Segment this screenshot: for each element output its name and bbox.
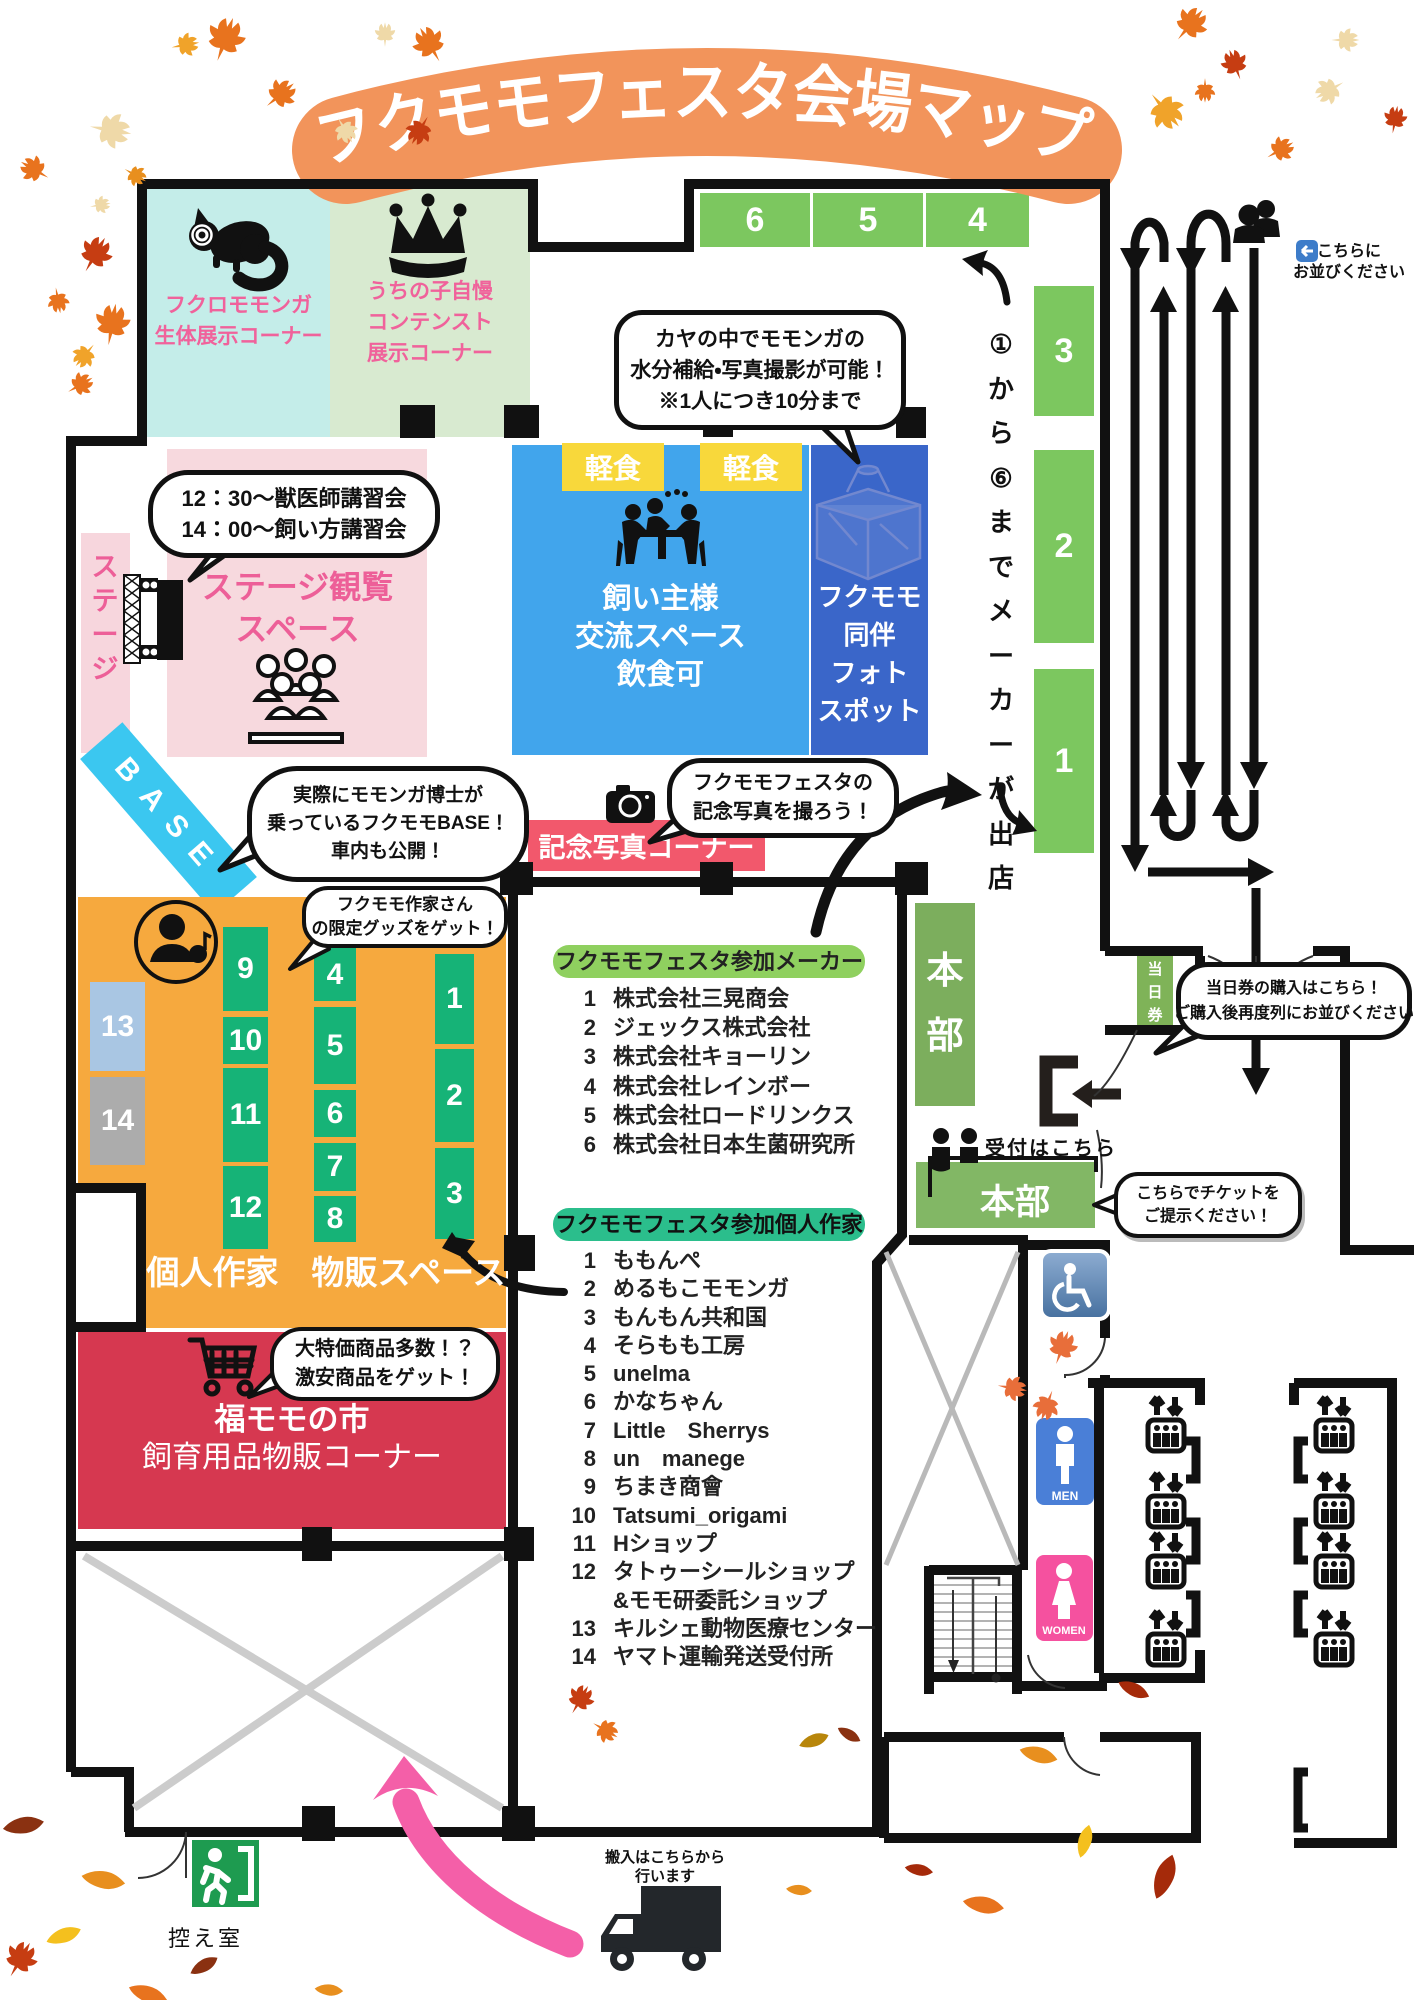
svg-text:MEN: MEN [1052, 1489, 1079, 1503]
svg-text:WOMEN: WOMEN [1042, 1625, 1085, 1637]
